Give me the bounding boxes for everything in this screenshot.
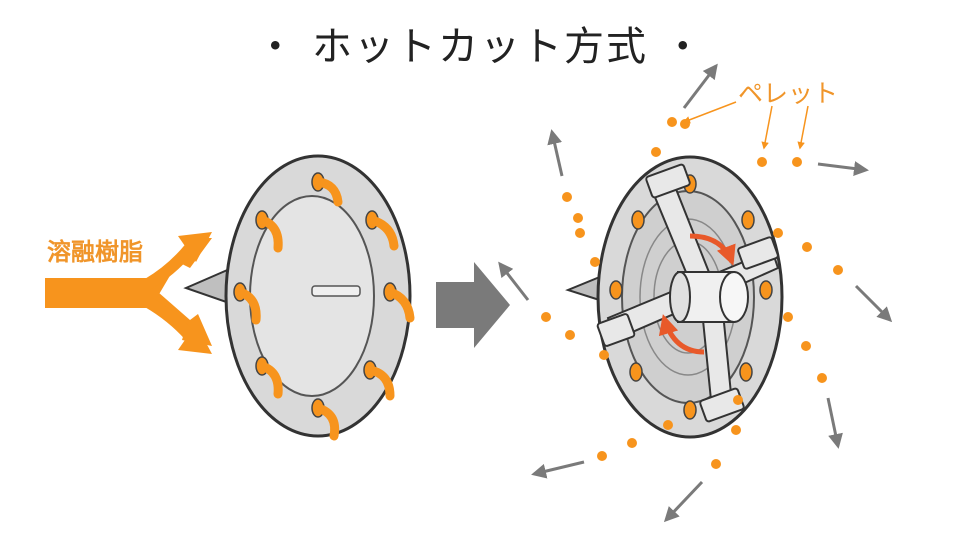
die-plate-right: [565, 155, 784, 439]
resin-strands: [235, 177, 415, 441]
die-plate-left: [183, 154, 415, 441]
diagram-title: ・ ホットカット方式 ・: [255, 24, 705, 70]
cutter-hub: [669, 271, 749, 323]
pellet-pointers: [682, 101, 809, 150]
pellet-label: ペレット: [738, 79, 839, 108]
pellet-flight-arrows: [498, 63, 893, 523]
rotation-arrows: [658, 233, 736, 355]
molten-resin-label: 溶融樹脂: [47, 238, 143, 266]
die-holes-right: [609, 174, 773, 420]
pellets: [541, 117, 843, 469]
resin-inflow-arrows: [45, 232, 212, 354]
process-arrow: [436, 262, 510, 348]
die-holes-left: [233, 172, 397, 418]
